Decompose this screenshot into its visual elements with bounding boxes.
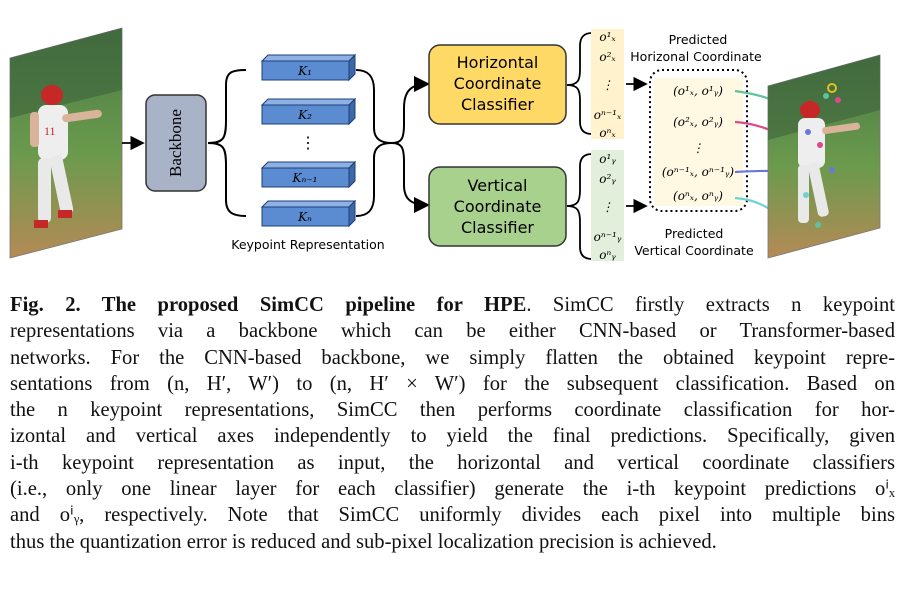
keypoint-ellipsis: ⋮: [300, 133, 316, 152]
caption-text: i-th keypoint representation as input, t…: [10, 451, 895, 474]
keypoint-bar: Kₙ₋₁: [260, 160, 357, 189]
predicted-pair: (o²ₓ, o²ᵧ): [673, 115, 723, 129]
caption-line: networks. For the CNN-based backbone, we…: [10, 345, 895, 371]
pred-h-label: Predicted: [669, 32, 728, 47]
keypoint-bar: Kₙ: [260, 199, 357, 228]
caption-line: (i.e., only one linear layer for each cl…: [10, 476, 895, 502]
caption-text: and oⁱᵧ, respectively. Note that SimCC u…: [10, 504, 895, 527]
vertical-output-column: [591, 150, 624, 261]
caption-text: (i.e., only one linear layer for each cl…: [10, 478, 895, 501]
vertical-classifier: Vertical Coordinate Classifier: [428, 166, 567, 247]
vertical-output-value: oⁿᵧ: [599, 248, 616, 262]
input-image: 11: [9, 27, 123, 259]
predicted-pair: (oⁿₓ, oⁿᵧ): [673, 189, 723, 203]
caption-text: . SimCC firstly extracts n keypoint: [526, 294, 895, 316]
horizontal-output-value: o²ₓ: [599, 50, 616, 64]
vertical-classifier-line: Classifier: [461, 218, 534, 237]
keypoint-label: Kₙ: [297, 210, 312, 224]
caption-text: thus the quantization error is reduced a…: [10, 530, 717, 553]
caption-line: sentations from (n, H′, W′) to (n, H′ × …: [10, 371, 895, 397]
keypoint-label: Kₙ₋₁: [292, 171, 318, 185]
keypoint-label: K₂: [297, 108, 312, 122]
horizontal-classifier-line: Horizontal: [457, 53, 539, 72]
caption-line: and oⁱᵧ, respectively. Note that SimCC u…: [10, 502, 895, 528]
caption-text: representations via a backbone which can…: [10, 320, 895, 343]
caption-text: networks. For the CNN-based backbone, we…: [10, 346, 895, 369]
caption-line: Fig. 2. The proposed SimCC pipeline for …: [10, 292, 895, 318]
caption-text: the n keypoint representations, SimCC th…: [10, 399, 895, 422]
pred-h-label: Horizonal Coordinate: [630, 49, 762, 64]
predicted-pair: (oⁿ⁻¹ₓ, oⁿ⁻¹ᵧ): [662, 165, 735, 179]
horizontal-output-column: [591, 29, 624, 139]
horizontal-output-value: o¹ₓ: [599, 30, 616, 44]
pred-v-label: Vertical Coordinate: [634, 243, 754, 258]
keypoint-representation-label: Keypoint Representation: [231, 237, 384, 252]
horizontal-classifier-line: Coordinate: [454, 74, 542, 93]
caption-title: Fig. 2. The proposed SimCC pipeline for …: [10, 294, 527, 316]
vertical-output-value: oⁿ⁻¹ᵧ: [594, 230, 622, 244]
keypoint-bar: K₂: [260, 97, 357, 126]
horizontal-output-value: oⁿₓ: [599, 126, 616, 140]
vertical-output-value: ⋮: [602, 200, 614, 214]
output-image: [767, 54, 881, 259]
pipeline-figure: 11 Backbone K₁ K₂ ⋮ Kₙ₋₁ Kₙ Keypoint Represe…: [0, 0, 910, 282]
horizontal-output-value: oⁿ⁻¹ₓ: [594, 108, 622, 122]
caption-line: thus the quantization error is reduced a…: [10, 529, 895, 555]
backbone-label: Backbone: [166, 109, 185, 177]
caption-line: representations via a backbone which can…: [10, 318, 895, 344]
vertical-classifier-line: Vertical: [468, 176, 528, 195]
vertical-output-value: o¹ᵧ: [599, 152, 616, 166]
keypoint-bars: K₁ K₂ ⋮ Kₙ₋₁ Kₙ: [260, 53, 357, 228]
caption-line: i-th keypoint representation as input, t…: [10, 450, 895, 476]
predicted-pair: (o¹ₓ, o¹ᵧ): [673, 84, 723, 98]
backbone-block: Backbone: [145, 94, 207, 192]
keypoint-label: K₁: [297, 64, 312, 78]
vertical-classifier-line: Coordinate: [454, 197, 542, 216]
horizontal-classifier-line: Classifier: [461, 95, 534, 114]
caption-line: izontal and vertical axes independently …: [10, 423, 895, 449]
caption-line: the n keypoint representations, SimCC th…: [10, 397, 895, 423]
player-figure: 11: [30, 85, 102, 228]
predicted-pair: ⋮: [692, 141, 704, 155]
caption-text: sentations from (n, H′, W′) to (n, H′ × …: [10, 372, 895, 395]
horizontal-output-value: ⋮: [602, 78, 614, 92]
pred-v-label: Predicted: [665, 226, 724, 241]
keypoint-bar: K₁: [260, 53, 357, 82]
caption-text: izontal and vertical axes independently …: [10, 425, 895, 448]
horizontal-classifier: Horizontal Coordinate Classifier: [428, 44, 567, 125]
vertical-output-value: o²ᵧ: [599, 172, 616, 186]
svg-text:11: 11: [44, 124, 56, 138]
figure-caption: Fig. 2. The proposed SimCC pipeline for …: [10, 292, 895, 555]
